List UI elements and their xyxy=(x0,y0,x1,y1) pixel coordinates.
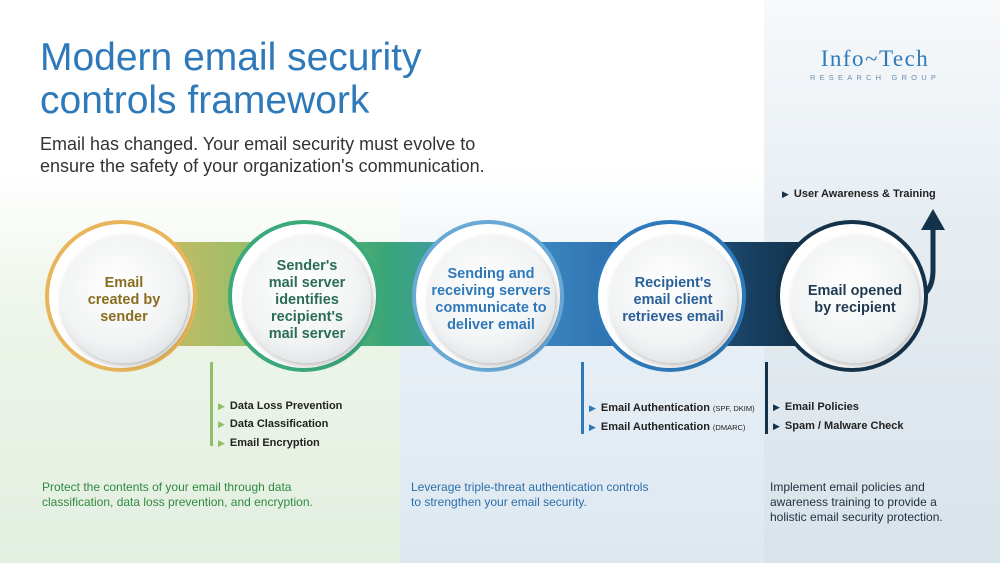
subtitle-line-1: Email has changed. Your email security m… xyxy=(40,134,476,154)
step-1-line: created by xyxy=(87,291,161,308)
middle-description: Leverage triple-threat authentication co… xyxy=(411,480,751,510)
step-5-label: Email opened by recipient xyxy=(790,240,920,360)
step-4-line: email client xyxy=(633,291,713,308)
step-3-line: communicate to xyxy=(435,300,547,316)
play-arrow-icon: ▶ xyxy=(218,418,225,429)
title-line-1: Modern email security xyxy=(40,36,422,79)
step-4-line: Recipient's xyxy=(634,274,712,291)
page-subtitle: Email has changed. Your email security m… xyxy=(40,133,600,177)
control-label: Email Authentication xyxy=(600,421,710,433)
infotech-logo: Info~Tech RESEARCH GROUP xyxy=(790,46,960,82)
description-line: holistic email security protection. xyxy=(770,510,943,524)
play-arrow-icon: ▶ xyxy=(773,420,780,431)
step-circle-3 xyxy=(412,220,564,372)
control-label: User Awareness & Training xyxy=(793,188,936,200)
description-line: classification, data loss prevention, an… xyxy=(42,495,313,509)
description-line: Leverage triple-threat authentication co… xyxy=(411,480,649,494)
step-2-line: Sender's xyxy=(276,257,338,274)
play-arrow-icon: ▶ xyxy=(589,402,596,413)
description-line: to strengthen your email security. xyxy=(411,495,587,509)
play-arrow-icon: ▶ xyxy=(218,400,225,411)
title-line-2: controls framework xyxy=(40,79,370,122)
play-arrow-icon: ▶ xyxy=(218,437,225,448)
control-label: Data Classification xyxy=(229,418,329,430)
step-5-line: by recipient xyxy=(814,300,896,316)
step-2-line: mail server xyxy=(268,274,346,291)
description-line: Protect the contents of your email throu… xyxy=(42,480,292,494)
control-item: ▶ Email Authentication (SPF, DKIM) xyxy=(589,402,755,414)
logo-main-text: Info~Tech xyxy=(820,46,930,71)
left-description: Protect the contents of your email throu… xyxy=(42,480,382,510)
control-item: ▶ Spam / Malware Check xyxy=(773,420,904,432)
upward-arrow-head xyxy=(921,209,945,230)
control-connector-3 xyxy=(765,362,768,434)
step-3-line: receiving servers xyxy=(431,283,551,299)
step-2-line: recipient's xyxy=(271,308,343,325)
step-circle-1 xyxy=(45,220,197,372)
control-item: ▶ Data Classification xyxy=(218,418,328,430)
control-label: Data Loss Prevention xyxy=(229,400,343,412)
step-2-label: Sender's mail server identifies recipien… xyxy=(247,240,367,360)
control-item: ▶ Data Loss Prevention xyxy=(218,400,342,412)
step-1-line: sender xyxy=(100,308,148,325)
step-3-line: Sending and xyxy=(447,266,535,282)
right-description: Implement email policies and awareness t… xyxy=(770,480,990,525)
control-item: ▶ Email Policies xyxy=(773,401,859,413)
control-item: ▶ Email Authentication (DMARC) xyxy=(589,421,745,433)
logo-sub-text: RESEARCH GROUP xyxy=(809,73,941,82)
control-item-top: ▶ User Awareness & Training xyxy=(782,188,936,200)
control-label: Email Policies xyxy=(784,401,859,413)
step-3-label: Sending and receiving servers communicat… xyxy=(421,240,561,360)
control-label: Email Encryption xyxy=(229,437,320,449)
description-line: Implement email policies and xyxy=(770,480,925,494)
step-circle-5 xyxy=(776,220,928,372)
control-label: Spam / Malware Check xyxy=(784,420,904,432)
step-circle-4 xyxy=(594,220,746,372)
play-arrow-icon: ▶ xyxy=(773,401,780,412)
step-1-line: Email xyxy=(104,274,144,291)
play-arrow-icon: ▶ xyxy=(589,421,596,432)
step-5-line: Email opened xyxy=(807,283,903,299)
step-4-label: Recipient's email client retrieves email xyxy=(608,240,738,360)
play-arrow-icon: ▶ xyxy=(782,188,789,199)
step-4-line: retrieves email xyxy=(622,308,724,325)
step-3-line: deliver email xyxy=(447,317,535,333)
description-line: awareness training to provide a xyxy=(770,495,937,509)
step-1-label: Email created by sender xyxy=(64,240,184,360)
control-connector-2 xyxy=(581,362,584,434)
step-2-line: mail server xyxy=(268,325,346,342)
subtitle-line-2: ensure the safety of your organization's… xyxy=(40,156,485,176)
control-connector-1 xyxy=(210,362,213,446)
step-2-line: identifies xyxy=(275,291,339,308)
page-title: Modern email security controls framework xyxy=(40,36,600,122)
control-note: (DMARC) xyxy=(712,422,746,432)
step-circle-2 xyxy=(228,220,380,372)
control-label: Email Authentication xyxy=(600,402,710,414)
control-note: (SPF, DKIM) xyxy=(712,403,755,413)
control-item: ▶ Email Encryption xyxy=(218,437,320,449)
